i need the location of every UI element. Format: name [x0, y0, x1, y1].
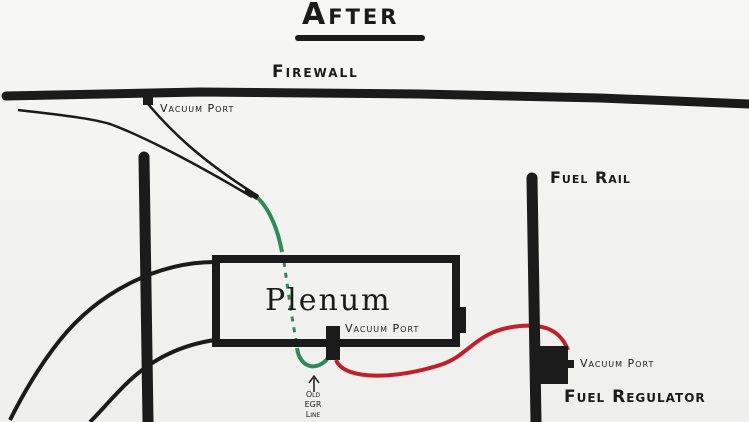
intake-tube-upper: [8, 260, 216, 421]
plenum-label: Plenum: [265, 283, 392, 318]
firewall-label: Firewall: [272, 62, 359, 82]
fuel-regulator-block: [540, 346, 568, 384]
vacuum-hose-left: [17, 108, 253, 199]
fuel-rail-label: Fuel Rail: [550, 168, 631, 187]
egr-arrow-head: [308, 374, 320, 384]
egr-label-line-1: Old: [305, 390, 321, 399]
plenum-side-tab: [456, 307, 466, 333]
diagram-title: After: [302, 0, 400, 32]
egr-label-line-3: Line: [305, 410, 321, 419]
fuel-regulator-label: Fuel Regulator: [564, 387, 706, 407]
firewall-vacuum-port: [143, 95, 153, 105]
old-egr-line-label: Old EGR Line: [300, 390, 326, 420]
red-vacuum-line: [334, 323, 570, 378]
left-vertical-bar: [138, 151, 154, 422]
vacuum-port-regulator-label: Vacuum Port: [580, 357, 655, 370]
plenum-vacuum-port: [326, 326, 340, 360]
intake-tube-lower: [88, 338, 216, 422]
vacuum-port-firewall-label: Vacuum Port: [160, 102, 235, 115]
green-egr-line-bottom: [295, 347, 332, 369]
regulator-vacuum-port: [566, 360, 574, 368]
vacuum-hose-port: [147, 103, 259, 198]
vacuum-hose-end: [243, 187, 260, 201]
green-egr-line-top: [256, 196, 284, 253]
egr-label-line-2: EGR: [304, 400, 322, 409]
vacuum-port-plenum-label: Vacuum Port: [345, 322, 420, 335]
fuel-rail-bar: [526, 172, 542, 422]
firewall-line: [1, 87, 749, 109]
